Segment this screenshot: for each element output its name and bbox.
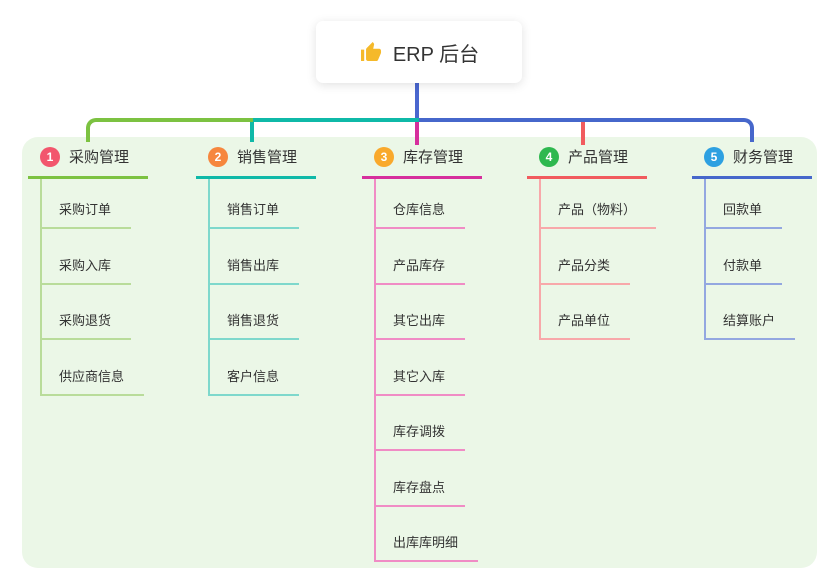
branch-title-4[interactable]: 4 产品管理 [527,146,647,179]
root-node[interactable]: ERP 后台 [316,21,522,83]
branch-item-label: 供应商信息 [42,366,145,396]
branch-item[interactable]: 销售退货 [208,284,316,340]
branch-items: 采购订单采购入库采购退货供应商信息 [40,179,148,396]
branch-items: 产品（物料） 产品分类产品单位 [539,179,657,340]
branch-item[interactable]: 库存调拨 [374,395,482,451]
branch-item-label: 库存调拨 [376,421,466,451]
branch-items: 仓库信息产品库存其它出库其它入库库存调拨库存盘点出库库明细 [374,179,482,562]
root-title: ERP 后台 [392,43,480,66]
branch-item-label: 结算账户 [706,310,796,340]
branch-title-label: 销售管理 [237,149,298,166]
branch-item[interactable]: 采购退货 [40,284,148,340]
branch-item-label: 付款单 [706,255,783,285]
connector-root-drop [415,83,419,122]
branch-item-label: 销售订单 [210,199,300,229]
branch-item-label: 采购订单 [42,199,132,229]
branch-item-label: 产品单位 [541,310,631,340]
branch-item-label: 产品分类 [541,255,631,285]
connector-drop-inventory [415,122,419,145]
branch-item[interactable]: 其它入库 [374,340,482,396]
branch-item[interactable]: 采购入库 [40,229,148,285]
branch-number-badge: 5 [704,146,724,167]
branch-column-3: 3 库存管理仓库信息产品库存其它出库其它入库库存调拨库存盘点出库库明细 [362,146,482,562]
branch-number-badge: 1 [40,146,60,167]
branch-column-2: 2 销售管理销售订单销售出库销售退货客户信息 [196,146,316,396]
branch-item-label: 产品（物料） [541,199,657,229]
branch-item[interactable]: 产品（物料） [539,179,657,229]
branch-items: 销售订单销售出库销售退货客户信息 [208,179,316,396]
branch-title-label: 产品管理 [568,149,629,166]
connector-drop-sales [250,122,254,142]
branch-item-label: 出库库明细 [376,532,479,562]
branch-item-label: 销售出库 [210,255,300,285]
branch-item[interactable]: 其它出库 [374,284,482,340]
branch-title-label: 采购管理 [69,149,130,166]
branch-item[interactable]: 销售订单 [208,179,316,229]
connector-bus-finance [419,118,754,142]
branches-panel [22,137,817,568]
connector-bus-sales [253,118,419,122]
branch-title-2[interactable]: 2 销售管理 [196,146,316,179]
branch-title-5[interactable]: 5 财务管理 [692,146,812,179]
thumbs-up-icon [360,42,381,61]
branch-item[interactable]: 采购订单 [40,179,148,229]
branch-items: 回款单付款单结算账户 [704,179,812,340]
branch-title-1[interactable]: 1 采购管理 [28,146,148,179]
branch-item[interactable]: 库存盘点 [374,451,482,507]
branch-item-label: 其它出库 [376,310,466,340]
connector-bus-purchase [86,118,253,142]
branch-item[interactable]: 出库库明细 [374,506,482,562]
branch-item[interactable]: 产品分类 [539,229,656,285]
branch-item-label: 采购入库 [42,255,132,285]
branch-item[interactable]: 结算账户 [704,284,812,340]
branch-item[interactable]: 供应商信息 [40,340,148,396]
branch-item[interactable]: 仓库信息 [374,179,482,229]
branch-number-badge: 3 [374,146,394,167]
connector-drop-product [581,122,585,145]
branch-item[interactable]: 客户信息 [208,340,316,396]
branch-item[interactable]: 回款单 [704,179,812,229]
branch-column-4: 4 产品管理产品（物料） 产品分类产品单位 [527,146,657,340]
branch-item-label: 仓库信息 [376,199,466,229]
branch-number-badge: 2 [208,146,228,167]
branch-item-label: 回款单 [706,199,783,229]
branch-title-label: 财务管理 [733,149,794,166]
branch-item-label: 产品库存 [376,255,466,285]
branch-item-label: 库存盘点 [376,477,466,507]
branch-column-5: 5 财务管理回款单付款单结算账户 [692,146,812,340]
branch-item-label: 客户信息 [210,366,300,396]
branch-item-label: 其它入库 [376,366,466,396]
branch-item[interactable]: 付款单 [704,229,812,285]
branch-item-label: 销售退货 [210,310,300,340]
branch-item-label: 采购退货 [42,310,132,340]
branch-title-label: 库存管理 [403,149,464,166]
branch-title-3[interactable]: 3 库存管理 [362,146,482,179]
branch-item[interactable]: 产品单位 [539,284,656,340]
branch-column-1: 1 采购管理采购订单采购入库采购退货供应商信息 [28,146,148,396]
branch-item[interactable]: 产品库存 [374,229,482,285]
branch-number-badge: 4 [539,146,559,167]
branch-item[interactable]: 销售出库 [208,229,316,285]
